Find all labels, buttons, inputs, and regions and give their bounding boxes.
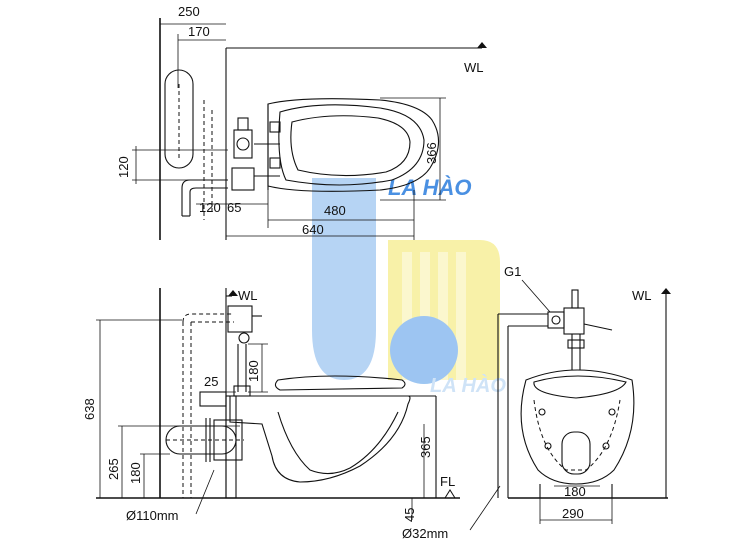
dim-250-top: 250 bbox=[178, 4, 200, 19]
dim-120-vertical: 120 bbox=[116, 156, 131, 178]
toilet-seat-outline bbox=[278, 104, 425, 186]
toilet-bowl-side-outline bbox=[229, 395, 411, 483]
front-dim-180: 180 bbox=[564, 484, 586, 499]
front-valve-icon bbox=[547, 311, 565, 329]
side-view: FL WL 180 25 bbox=[82, 288, 501, 541]
g1-label: G1 bbox=[504, 264, 521, 279]
front-wl-label: WL bbox=[632, 288, 652, 303]
inlet-fitting-icon bbox=[231, 167, 255, 191]
dim-120-horizontal: 120 bbox=[199, 200, 221, 215]
side-wl-label: WL bbox=[238, 288, 258, 303]
dim-265: 265 bbox=[106, 458, 121, 480]
toilet-opening-outline bbox=[290, 115, 411, 177]
dim-25: 25 bbox=[204, 374, 218, 389]
toilet-front-outline bbox=[520, 369, 635, 485]
toilet-seat-side-icon bbox=[274, 375, 406, 391]
dim-638: 638 bbox=[82, 398, 97, 420]
dim-366: 366 bbox=[424, 142, 439, 164]
drain-pipe-outline bbox=[164, 69, 194, 169]
dim-45: 45 bbox=[402, 508, 417, 522]
dim-480: 480 bbox=[324, 203, 346, 218]
pipe-110-label: Ø110mm bbox=[126, 508, 179, 523]
dim-65: 65 bbox=[227, 200, 241, 215]
dim-180-pipe: 180 bbox=[246, 360, 261, 382]
front-dim-290: 290 bbox=[562, 506, 584, 521]
dim-180-left: 180 bbox=[128, 462, 143, 484]
toilet-bowl-top-outline bbox=[267, 98, 440, 192]
dim-640: 640 bbox=[302, 222, 324, 237]
watermark-logo bbox=[312, 178, 500, 384]
top-wl-label: WL bbox=[464, 60, 484, 75]
flush-valve-body-icon bbox=[227, 305, 253, 333]
watermark-brand: LA HÀO bbox=[388, 175, 472, 200]
side-fl-label: FL bbox=[440, 474, 455, 489]
front-view: G1 WL 180 290 bbox=[497, 264, 671, 524]
top-view: WL 250 170 120 120 65 bbox=[116, 4, 487, 240]
watermark-brand-sub: LA HÀO bbox=[430, 374, 506, 397]
dim-170-top: 170 bbox=[188, 24, 210, 39]
dim-365: 365 bbox=[418, 436, 433, 458]
pipe-32-label: Ø32mm bbox=[402, 526, 448, 541]
